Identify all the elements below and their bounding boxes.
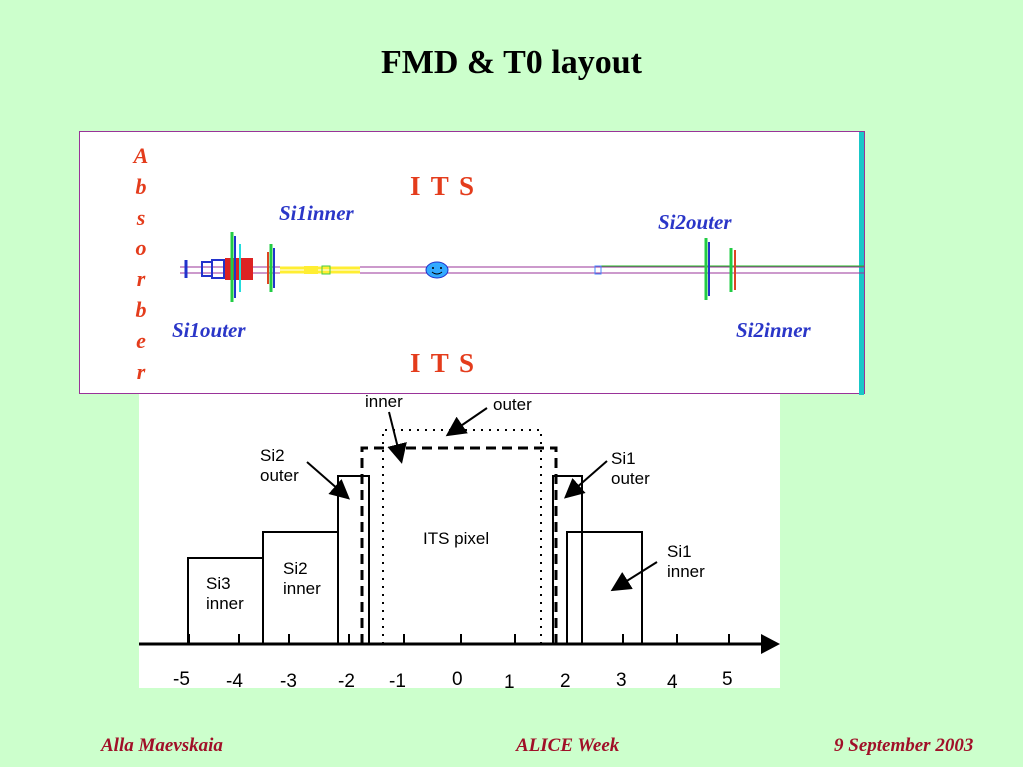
si1-outer-arrow: [563, 460, 608, 499]
eta-coverage-plot: inner outer Si2 outer Si1 outer ITS pixe…: [139, 392, 780, 693]
detector-layout-panel: [79, 131, 865, 395]
outer-label: outer: [493, 395, 532, 414]
yellow-block: [304, 266, 318, 274]
absorber-letter: r: [136, 358, 146, 384]
x-axis-arrowhead: [761, 634, 780, 654]
absorber-letter: e: [136, 327, 146, 353]
si3-inner-label: Si3 inner: [206, 574, 244, 614]
its-outer-dashed: [360, 446, 558, 644]
tick-label: 1: [504, 672, 515, 693]
si1-inner-arrow: [610, 561, 658, 592]
oval-eye-left: [432, 267, 434, 269]
coverage-diagram: [139, 407, 780, 654]
pipe-mark: [594, 265, 602, 275]
si1outer-label: Si1outer: [172, 318, 246, 342]
absorber-label: A b s o r b e r: [131, 141, 151, 387]
oval-eye-right: [440, 267, 442, 269]
its-pixel-label: ITS pixel: [423, 529, 490, 548]
footer-author: Alla Maevskaia: [101, 735, 223, 756]
si2-outer-label-line1: Si2: [260, 446, 285, 465]
its-center-oval: [425, 261, 449, 279]
si1-outer-label: Si1 outer: [611, 449, 650, 489]
tick-label: -5: [173, 669, 190, 690]
si1-inner-label-line2: inner: [667, 562, 705, 581]
absorber-letter: b: [135, 173, 147, 199]
green-box: [321, 265, 331, 275]
tick-label: 5: [722, 669, 733, 690]
footer-date: 9 September 2003: [834, 735, 974, 756]
footer-event: ALICE Week: [516, 735, 620, 756]
tick-label: -1: [389, 671, 406, 692]
si1-inner-label: Si1 inner: [667, 542, 705, 582]
its-label-bottom: I T S: [410, 348, 477, 378]
tick-label: 0: [452, 669, 463, 690]
si2-inner-label: Si2 inner: [283, 559, 321, 599]
si3-inner-label-line1: Si3: [206, 574, 231, 593]
absorber-letter: s: [136, 204, 146, 230]
si1inner-label: Si1inner: [279, 201, 354, 225]
beamline-drawing: [180, 132, 864, 395]
absorber-letter: r: [136, 266, 146, 292]
si1-inner-box: [566, 531, 643, 645]
tick-label: -3: [280, 671, 297, 692]
tick-label: -4: [226, 671, 243, 692]
si2inner-label: Si2inner: [736, 318, 811, 342]
its-label-top: I T S: [410, 171, 477, 201]
tick-label: 4: [667, 672, 678, 693]
si2outer-label: Si2outer: [658, 210, 732, 234]
tick-label: 3: [616, 670, 627, 691]
si2-outer-arrow: [306, 461, 351, 500]
si2-inner-label-line2: inner: [283, 579, 321, 598]
si2-outer-label: Si2 outer: [260, 446, 299, 486]
right-edge-strip: [859, 132, 864, 395]
slide-title: FMD & T0 layout: [381, 44, 642, 81]
oval-mouth: [431, 271, 443, 275]
left-blue-box: [201, 261, 213, 277]
tick-label: 2: [560, 671, 571, 692]
inner-label: inner: [365, 392, 403, 411]
si2-outer-box: [337, 475, 370, 645]
si1-outer-label-line1: Si1: [611, 449, 636, 468]
si2-outer-label-line2: outer: [260, 466, 299, 485]
tick-label: -2: [338, 671, 355, 692]
absorber-letter: A: [133, 143, 149, 168]
left-blue-box-2: [211, 259, 225, 279]
inner-arrow: [387, 411, 407, 464]
absorber-letter: b: [135, 296, 147, 322]
si2-inner-label-line1: Si2: [283, 559, 308, 578]
si1-outer-label-line2: outer: [611, 469, 650, 488]
si3-inner-label-line2: inner: [206, 594, 244, 613]
absorber-letter: o: [135, 235, 147, 261]
outer-arrow: [445, 407, 488, 437]
si1-inner-label-line1: Si1: [667, 542, 692, 561]
